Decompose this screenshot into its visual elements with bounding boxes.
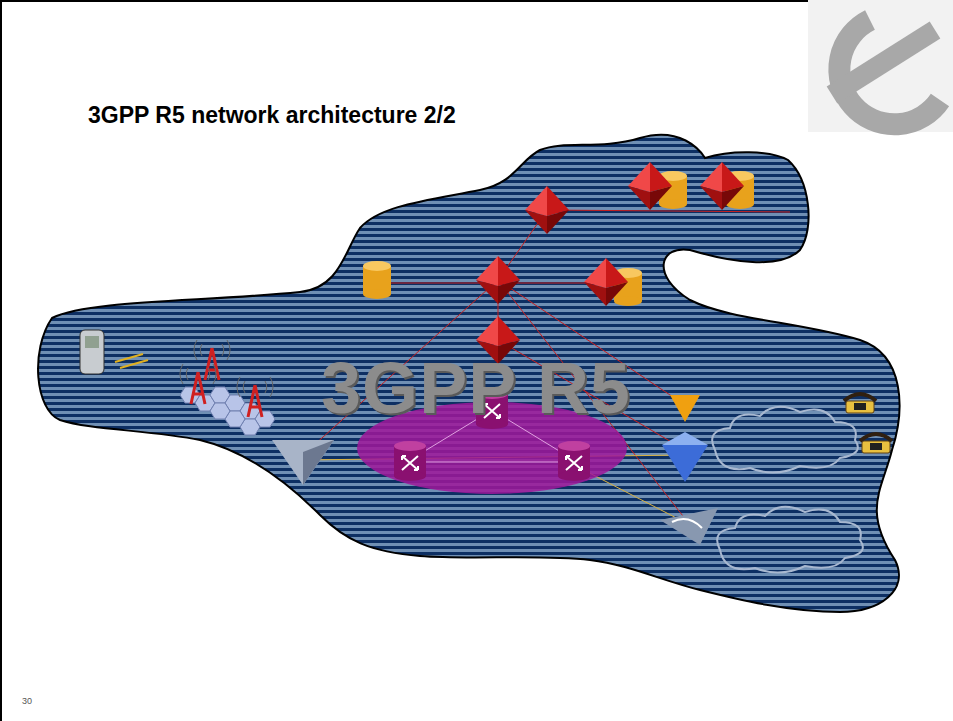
- telephone: [844, 394, 876, 413]
- server-node: [476, 256, 520, 304]
- pstn-cloud: [712, 407, 858, 473]
- control-cone: [670, 395, 700, 422]
- router: [394, 441, 426, 481]
- internet-gateway: [660, 508, 718, 545]
- server-node: [628, 162, 672, 210]
- corner-logo: [808, 0, 953, 132]
- media-gateway: [662, 432, 708, 482]
- server-node: [700, 162, 744, 210]
- database: [363, 261, 391, 299]
- watermark: 3GPP R5: [321, 347, 631, 429]
- radio-link: [115, 354, 148, 368]
- page-number: 30: [22, 696, 32, 706]
- antenna-tower: [180, 364, 216, 404]
- slide-title: 3GPP R5 network architecture 2/2: [88, 102, 456, 129]
- access-gateway: [272, 440, 334, 485]
- server-node: [525, 186, 569, 234]
- telephone: [860, 434, 892, 453]
- network-cloud: [38, 135, 899, 612]
- server-node: [584, 258, 628, 306]
- signalling-lines: [303, 210, 790, 525]
- router: [558, 441, 590, 481]
- ip-cloud: [717, 507, 863, 573]
- antenna-tower: [237, 377, 273, 417]
- mobile-handset: [80, 330, 104, 374]
